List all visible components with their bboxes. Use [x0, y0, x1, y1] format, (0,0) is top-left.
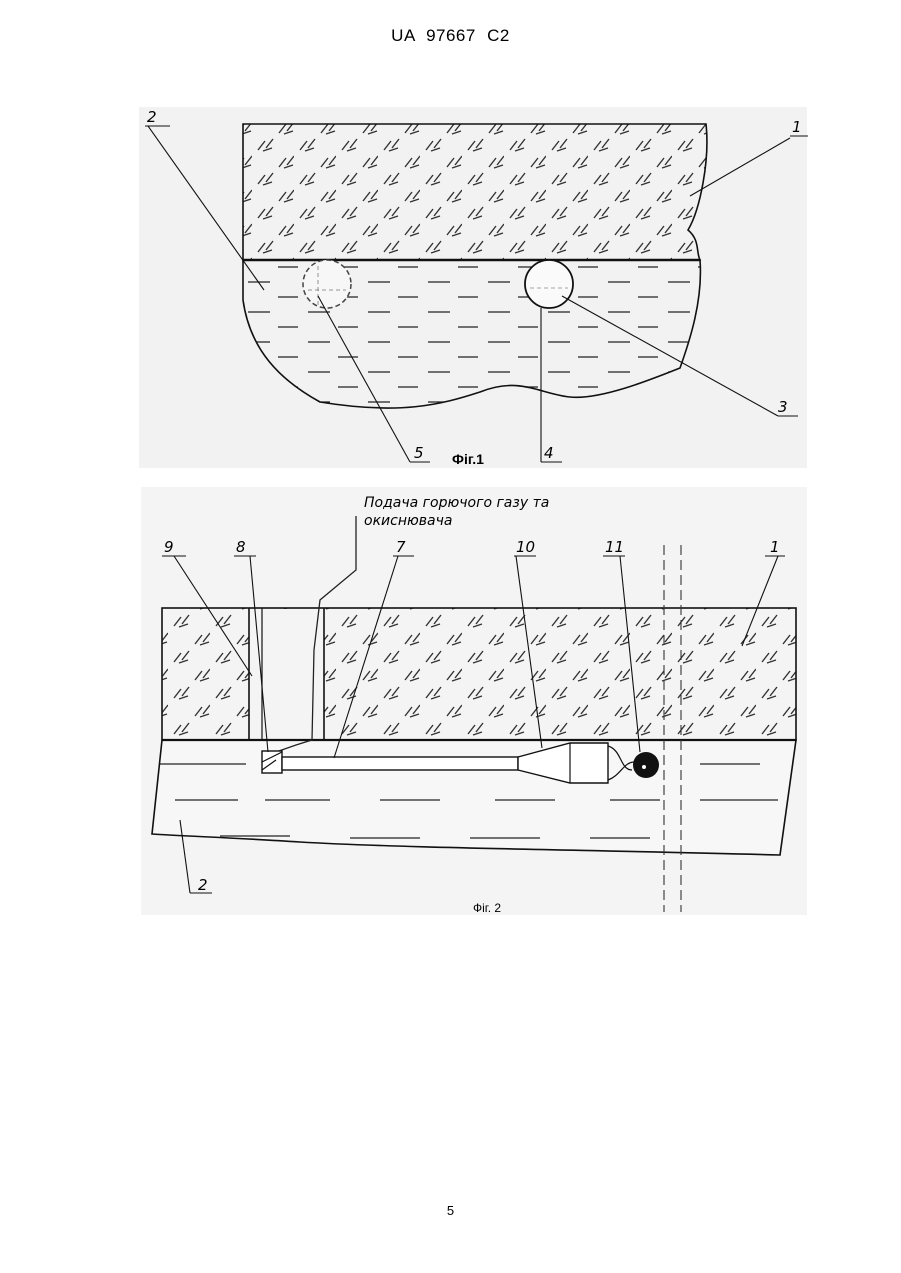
label-8: 8: [236, 538, 246, 556]
figure-2-caption: Фіг. 2: [473, 901, 501, 915]
label-9: 9: [164, 538, 174, 556]
label-1: 1: [770, 538, 780, 556]
label-10: 10: [516, 538, 535, 556]
gas-supply-note-line2: окиснювача: [364, 513, 452, 529]
label-2: 2: [198, 876, 208, 894]
label-7: 7: [396, 538, 406, 556]
page-number: 5: [0, 1203, 901, 1218]
tube-7: [282, 757, 518, 770]
charge-sphere-11: [633, 752, 659, 778]
gas-supply-note-line1: Подача горючого газу та: [364, 495, 549, 511]
label-11: 11: [605, 538, 624, 556]
figure-2: Подача горючого газу та окиснювача 9 8 7…: [0, 0, 901, 930]
burner-block-8: [262, 751, 282, 773]
